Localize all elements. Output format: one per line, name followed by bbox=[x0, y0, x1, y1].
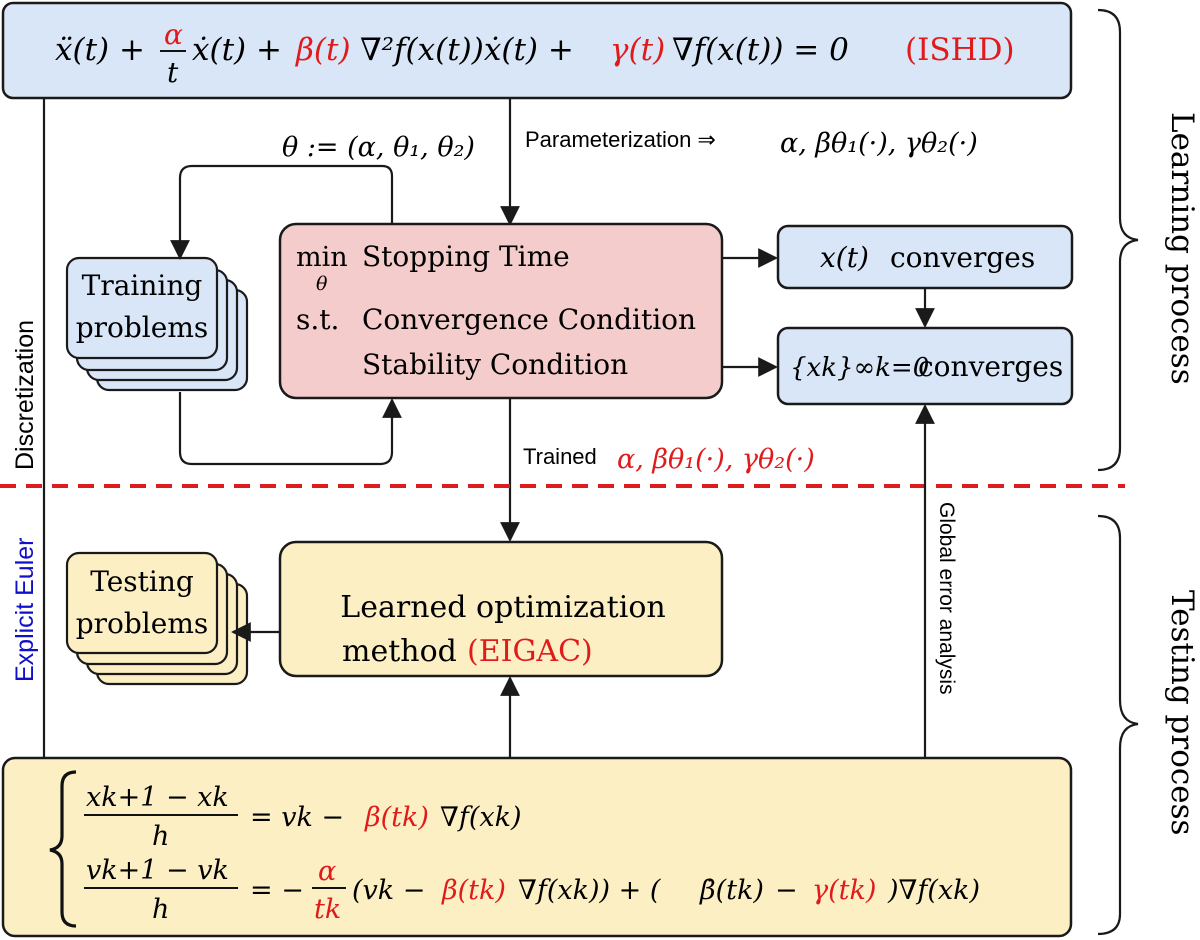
eq1-rhs-b: ∇f(xk) bbox=[440, 802, 522, 833]
convergence-condition: Convergence Condition bbox=[362, 303, 696, 336]
seq-converges-box bbox=[776, 326, 1074, 406]
optimization-box bbox=[278, 222, 724, 400]
parameterization-label: Parameterization ⇒ bbox=[525, 127, 716, 152]
eq2-beta: β(tk) bbox=[441, 875, 506, 906]
ode-part1: ẍ(t) + bbox=[55, 32, 145, 68]
testing-line1: Testing bbox=[90, 565, 194, 598]
eq2-minus: − bbox=[775, 875, 798, 906]
testing-line2: problems bbox=[76, 607, 209, 640]
eq2-numerator: vk+1 − vk bbox=[86, 855, 229, 886]
x-converges-text: converges bbox=[890, 241, 1035, 274]
global-error-label: Global error analysis bbox=[935, 502, 958, 695]
learned-line2: method bbox=[342, 634, 457, 669]
eq1-numerator: xk+1 − xk bbox=[86, 782, 229, 813]
eq2-alpha: α bbox=[318, 856, 336, 887]
eq2-gamma: γ(tk) bbox=[812, 875, 876, 906]
explicit-euler-label: Explicit Euler bbox=[11, 538, 39, 683]
ode-box bbox=[1, 1, 1073, 100]
training-line2: problems bbox=[76, 311, 209, 344]
ode-equation: ẍ(t) + α t ẋ(t) + β(t) ∇²f(x(t))ẋ(t) + γ… bbox=[55, 18, 1015, 89]
learned-line1: Learned optimization bbox=[340, 590, 665, 625]
learned-tag: (EIGAC) bbox=[467, 634, 593, 669]
eq1-denominator: h bbox=[152, 821, 169, 852]
ode-part3: ∇²f(x(t))ẋ(t) + bbox=[360, 32, 574, 68]
training-problems-stack: Training problems bbox=[65, 256, 249, 392]
trained-label: Trained bbox=[523, 444, 597, 469]
min-theta: θ bbox=[316, 273, 328, 295]
eq2-rhs-c: ∇f(xk)) + ( bbox=[518, 875, 662, 906]
ode-part2: ẋ(t) + bbox=[192, 32, 282, 68]
scheme-brace bbox=[49, 770, 77, 928]
eq1-rhs-a: = vk − bbox=[250, 802, 344, 833]
parameterization-math: α, βθ₁(·), γθ₂(·) bbox=[780, 128, 978, 159]
trained-math: α, βθ₁(·), γθ₂(·) bbox=[617, 444, 815, 475]
testing-brace bbox=[1097, 514, 1139, 936]
theta-definition: θ := (α, θ₁, θ₂) bbox=[282, 132, 475, 163]
ode-part4: ∇f(x(t)) = 0 bbox=[672, 32, 849, 68]
min-label: min bbox=[296, 242, 348, 273]
objective: Stopping Time bbox=[362, 240, 570, 273]
eq2-rhs-b: (vk − bbox=[352, 875, 425, 906]
testing-problems-stack: Testing problems bbox=[65, 551, 249, 686]
training-line1: Training bbox=[82, 269, 203, 302]
testing-process-label: Testing process bbox=[1164, 590, 1200, 835]
st-label: s.t. bbox=[296, 303, 339, 336]
scheme-box-frame bbox=[1, 756, 1073, 938]
ode-t: t bbox=[167, 56, 179, 89]
learning-brace bbox=[1097, 8, 1139, 472]
seq-converges-text: converges bbox=[918, 350, 1063, 383]
stability-condition: Stability Condition bbox=[362, 348, 628, 381]
eq1-rhs-beta: β(tk) bbox=[364, 802, 429, 833]
eq2-betadot: β̇(tk) bbox=[699, 875, 764, 906]
learning-process-label: Learning process bbox=[1164, 112, 1200, 385]
eq2-denominator: h bbox=[152, 894, 169, 925]
eq2-rhs-d: )∇f(xk) bbox=[887, 875, 980, 906]
eq2-rhs-a: = − bbox=[250, 875, 304, 906]
learned-method-box bbox=[278, 540, 724, 678]
ode-gamma: γ(t) bbox=[610, 32, 665, 68]
ode-beta: β(t) bbox=[295, 32, 351, 68]
discretization-label: Discretization bbox=[11, 320, 39, 470]
ode-alpha: α bbox=[164, 18, 183, 51]
x-converges-math: x(t) bbox=[820, 241, 869, 274]
seq-converges-math: {xk}∞k=0 bbox=[790, 353, 929, 383]
eq2-tk: tk bbox=[314, 894, 341, 925]
ode-tag: (ISHD) bbox=[905, 32, 1015, 68]
